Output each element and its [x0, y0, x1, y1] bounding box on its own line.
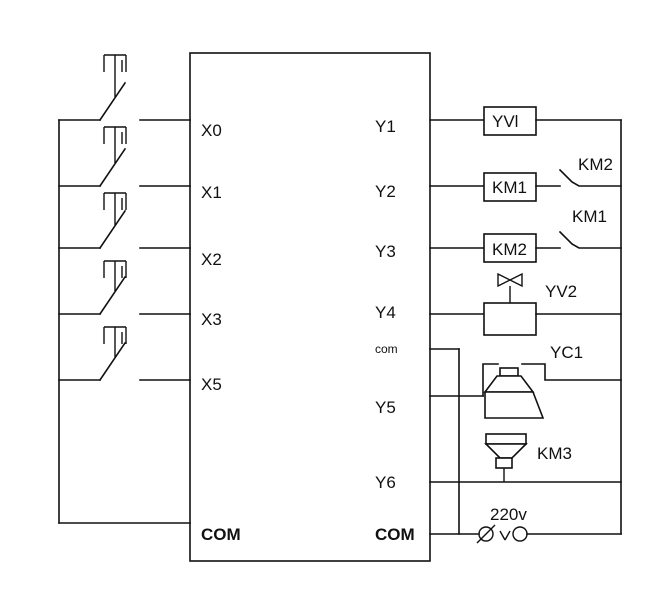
output-label-y2: Y2 [375, 182, 396, 201]
interlock-contact-km2 [558, 168, 622, 187]
input-label-x3: X3 [201, 310, 222, 329]
valve-symbol-icon [497, 272, 523, 288]
ac-supply-icon [476, 524, 528, 544]
input-label-x1: X1 [201, 183, 222, 202]
output-label-y3: Y3 [375, 242, 396, 261]
output-label-com: com [375, 342, 398, 356]
load-label-yv2: YV2 [545, 282, 577, 301]
contact-label-km2: KM2 [578, 155, 613, 174]
load-label-km3: KM3 [537, 444, 572, 463]
solenoid-valve-yv1 [483, 106, 537, 136]
contactor-coil-km1 [483, 172, 537, 202]
input-com-label: COM [201, 525, 241, 544]
output-label-y4: Y4 [375, 303, 396, 322]
pushbutton-switch-x1 [58, 126, 191, 188]
output-label-y6: Y6 [375, 473, 396, 492]
load-label-km2-coil: KM2 [492, 240, 527, 259]
input-circuit [58, 54, 191, 524]
load-label-yv1: YVl [492, 112, 518, 131]
output-circuit [429, 106, 622, 544]
input-label-x0: X0 [201, 121, 222, 140]
contact-label-km1: KM1 [572, 207, 607, 226]
supply-voltage-label: 220v [490, 505, 527, 524]
input-label-x5: X5 [201, 375, 222, 394]
contactor-km3-icon [484, 433, 528, 482]
output-com-label: COM [375, 525, 415, 544]
pushbutton-switch-x2 [58, 192, 191, 250]
output-label-y5: Y5 [375, 398, 396, 417]
pushbutton-switch-x5 [58, 326, 191, 382]
output-label-y1: Y1 [375, 117, 396, 136]
load-label-km1-coil: KM1 [492, 178, 527, 197]
plc-block [189, 52, 431, 562]
solenoid-valve-yv2 [483, 302, 537, 336]
contactor-coil-km2 [483, 233, 537, 263]
pushbutton-switch-x0 [58, 54, 191, 122]
input-label-x2: X2 [201, 250, 222, 269]
clutch-yc1-icon [483, 367, 545, 419]
load-label-yc1: YC1 [550, 343, 583, 362]
interlock-contact-km1 [558, 230, 622, 249]
pushbutton-switch-x3 [58, 260, 191, 316]
